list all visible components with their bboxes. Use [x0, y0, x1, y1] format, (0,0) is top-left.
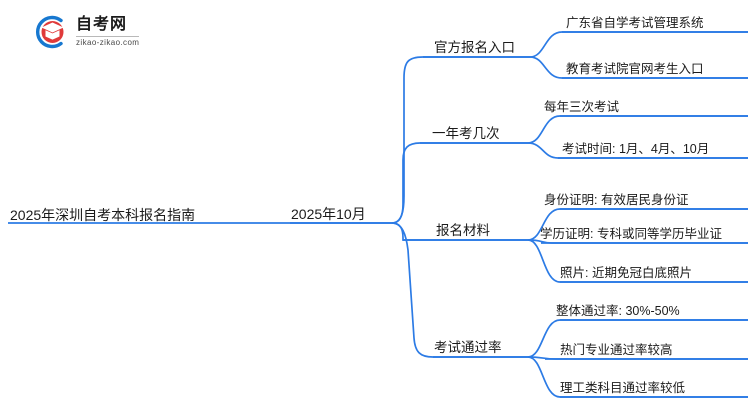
- connector-branch-1-to-leaf-1: [527, 142, 748, 159]
- branch-label-baoming-cailiao[interactable]: 报名材料: [436, 223, 490, 238]
- connector-branch-2-to-leaf-2: [527, 239, 748, 283]
- logo-text: 自考网 zikao-zikao.com: [76, 16, 140, 47]
- center-node-label[interactable]: 2025年10月: [291, 206, 366, 222]
- connector-center-to-branch-1: [391, 142, 528, 224]
- leaf-label-guangdong-zixue-kaoshi-guanli-xitong[interactable]: 广东省自学考试管理系统: [566, 16, 704, 30]
- connector-branch-0-to-leaf-0: [529, 31, 748, 58]
- leaf-label-kaoshi-shijian[interactable]: 考试时间: 1月、4月、10月: [562, 142, 710, 156]
- branch-label-guanfang-baoming-rukou[interactable]: 官方报名入口: [434, 40, 515, 55]
- logo-mark-icon: [30, 12, 70, 52]
- branch-label-yinian-kao-jici[interactable]: 一年考几次: [432, 126, 500, 141]
- leaf-label-shenfen-zhengming[interactable]: 身份证明: 有效居民身份证: [544, 193, 689, 207]
- leaf-label-ligong-kemu-tongguolv[interactable]: 理工类科目通过率较低: [560, 381, 686, 395]
- connector-branch-2-to-leaf-0: [527, 208, 748, 241]
- branch-label-kaoshi-tongguolv[interactable]: 考试通过率: [434, 340, 502, 355]
- connector-branch-3-to-leaf-0: [527, 319, 748, 358]
- connector-branch-3-to-leaf-2: [527, 356, 748, 398]
- root-node-label[interactable]: 2025年深圳自考本科报名指南: [10, 207, 196, 223]
- connector-branch-1-to-leaf-0: [527, 115, 748, 144]
- connector-branch-0-to-leaf-1: [529, 56, 748, 79]
- leaf-label-xueli-zhengming[interactable]: 学历证明: 专科或同等学历毕业证: [540, 227, 722, 241]
- leaf-label-jiaoyu-kaoshiyuan-guanwang-rukou[interactable]: 教育考试院官网考生入口: [566, 62, 704, 76]
- connector-center-to-branch-3: [391, 222, 528, 358]
- logo-glyph-icon: [36, 15, 64, 49]
- logo-subtitle: zikao-zikao.com: [76, 36, 140, 47]
- leaf-label-remen-zhuanye-tongguolv[interactable]: 热门专业通过率较高: [560, 343, 673, 357]
- leaf-label-meinian-sanci-kaoshi[interactable]: 每年三次考试: [544, 100, 620, 114]
- leaf-label-zhengti-tongguolv[interactable]: 整体通过率: 30%-50%: [556, 304, 680, 318]
- leaf-label-zhaopian[interactable]: 照片: 近期免冠白底照片: [560, 266, 692, 280]
- site-logo: 自考网 zikao-zikao.com: [30, 10, 170, 54]
- logo-title: 自考网: [76, 16, 128, 33]
